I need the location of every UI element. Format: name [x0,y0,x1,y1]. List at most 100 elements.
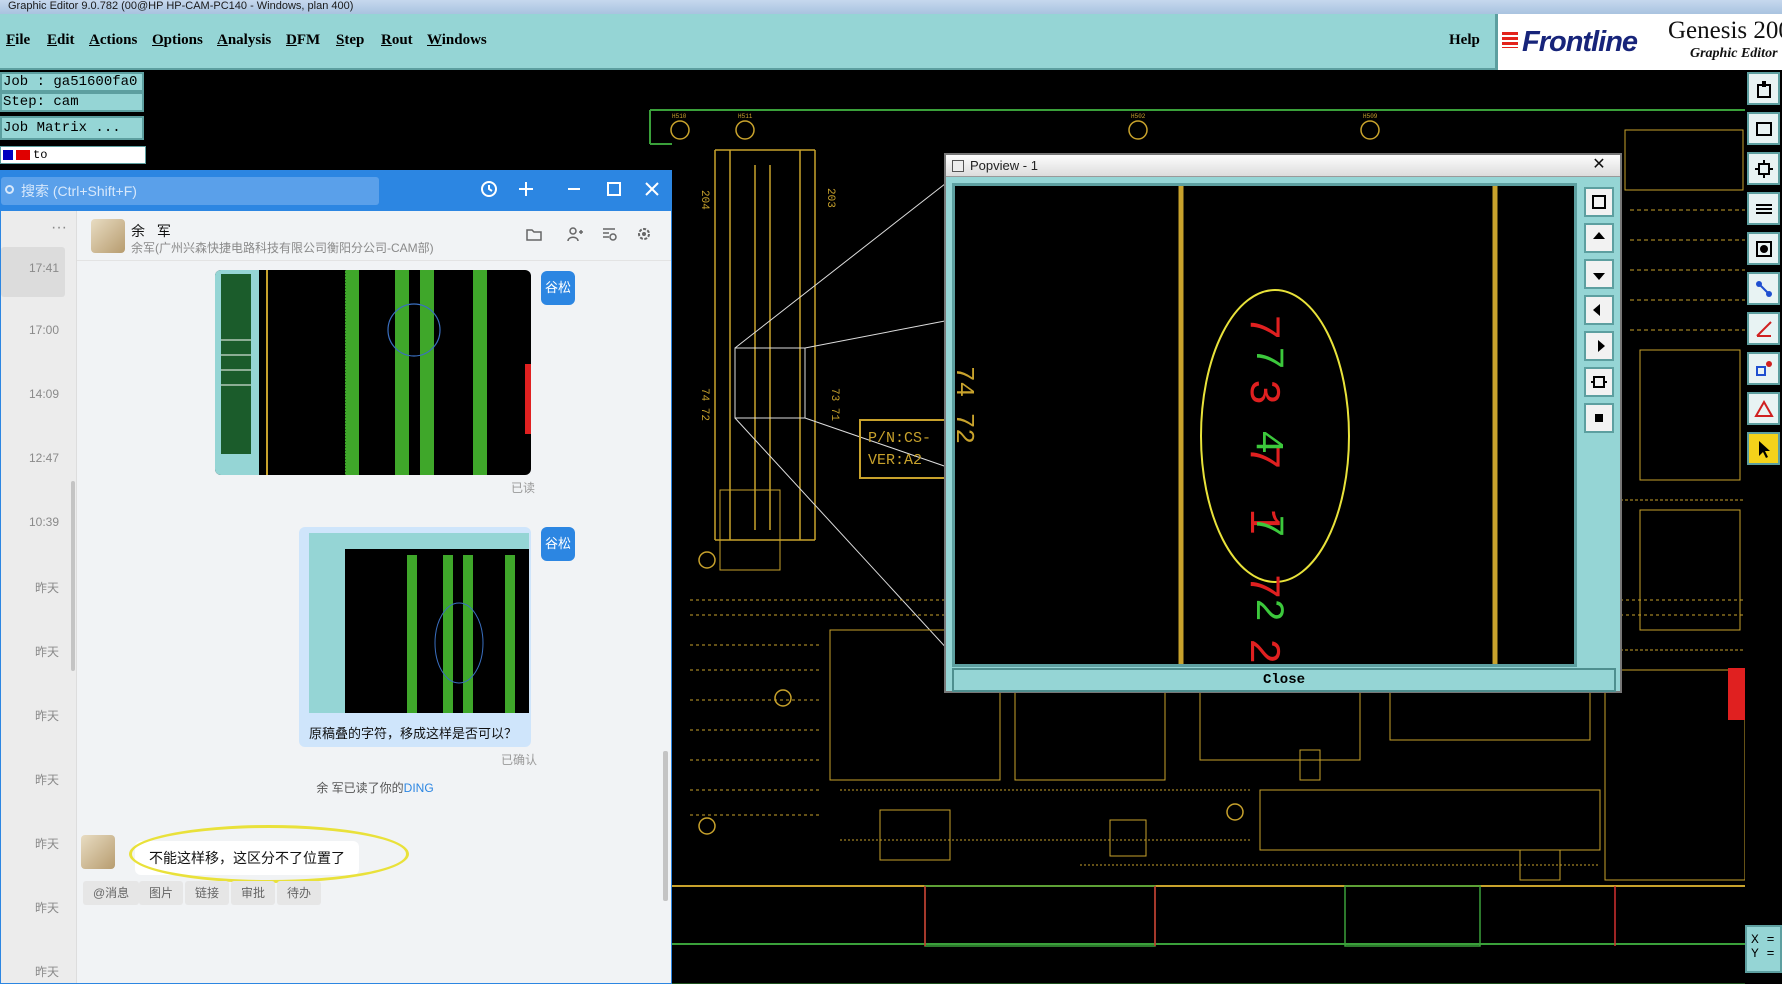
popview-close-button[interactable]: Close [952,668,1616,692]
contact-name: 余 军 [131,223,175,239]
layers-icon [1755,203,1772,214]
menu-analysis[interactable]: Analysis [217,32,272,48]
menu-help[interactable]: Help [1449,32,1480,48]
y-coordinate-label: Y = [1751,946,1775,961]
popview-title-bar[interactable]: Popview - 1 ✕ [946,155,1620,177]
menu-step[interactable]: Step [336,32,365,48]
menu-actions[interactable]: Actions [89,32,138,48]
chat-window: 搜索 (Ctrl+Shift+F) ··· 17:41 17:00 14 [0,170,672,984]
zoom-out-icon [1595,414,1603,422]
popview-tool[interactable] [1584,295,1614,325]
popview-icon [952,160,964,172]
tool-button[interactable] [1747,152,1780,185]
search-history-icon[interactable] [599,225,621,247]
history-icon[interactable] [478,179,500,201]
add-icon[interactable] [515,179,537,201]
link-button[interactable]: 链接 [185,881,230,905]
message-image[interactable] [215,270,531,475]
tool-button[interactable] [1747,72,1780,105]
measure-icon [1755,320,1772,337]
close-icon[interactable]: ✕ [1592,156,1606,173]
image-button[interactable]: 图片 [139,881,184,905]
pan-right-icon [1598,340,1605,352]
tool-button[interactable] [1747,272,1780,305]
menu-options[interactable]: Options [152,32,203,48]
list-item-time: 昨天 [35,645,60,659]
add-user-icon[interactable] [563,225,585,247]
frame-icon [1755,121,1772,136]
self-avatar[interactable]: 谷松 [541,527,575,561]
pad-label: 203 [824,188,836,208]
pn-text: P/N:CS- [868,430,931,447]
search-input[interactable]: 搜索 (Ctrl+Shift+F) [1,177,379,205]
popview-title: Popview - 1 [970,158,1038,173]
popview-tool[interactable] [1584,187,1614,217]
popview-canvas[interactable]: 7 3 7 1 7 2 7 4 7 2 74 72 [949,183,1577,670]
menu-windows[interactable]: Windows [427,32,487,48]
minimize-icon[interactable] [563,179,585,201]
ding-read-note: 余 军已读了你的DING [77,779,671,796]
x-coordinate-label: X = [1751,932,1775,947]
approval-button[interactable]: 审批 [231,881,276,905]
popview-tool[interactable] [1584,223,1614,253]
popview-tool[interactable] [1584,403,1614,433]
snap-icon [1755,360,1772,376]
avatar[interactable] [91,219,125,253]
list-item-time: 10:39 [29,515,60,529]
popview-tool[interactable] [1584,259,1614,289]
pan-down-icon [1593,273,1605,280]
menu-edit[interactable]: Edit [47,32,75,48]
ver-text: VER:A2 [868,452,922,469]
job-matrix-button[interactable]: Job Matrix ... [0,116,144,140]
tool-button[interactable] [1747,352,1780,385]
list-item-time: 昨天 [35,901,60,915]
tool-button[interactable] [1747,432,1780,465]
chat-panel: 余 军 余军(广州兴森快捷电路科技有限公司衡阳分公司-CAM部) [77,211,671,983]
message-bubble[interactable]: 原稿叠的字符，移成这样是否可以？ [299,527,531,747]
brand-title: Genesis 2000 [1668,17,1782,44]
popview-tool[interactable] [1584,367,1614,397]
mention-button[interactable]: @消息 [83,881,140,905]
list-item-time: 17:00 [29,323,60,337]
layer-row[interactable]: to [0,146,146,164]
menu-rout[interactable]: Rout [381,32,413,48]
more-icon[interactable]: ··· [51,219,67,236]
pad-label: H509 [1363,113,1378,120]
triangle-icon [1753,399,1774,417]
tool-button[interactable] [1747,192,1780,225]
popview-tool[interactable] [1584,331,1614,361]
message-text: 原稿叠的字符，移成这样是否可以？ [309,726,518,741]
edge-label: 74 72 [955,366,979,444]
chat-header: 余 军 余军(广州兴森快捷电路科技有限公司衡阳分公司-CAM部) [77,211,671,261]
ding-read-text: 余 军已读了你的 [316,781,404,795]
read-status: 已读 [511,481,536,495]
gear-icon[interactable] [633,225,655,247]
pan-left-icon [1593,304,1600,316]
avatar[interactable] [81,835,115,869]
tool-button[interactable] [1747,312,1780,345]
scrollbar[interactable] [71,481,75,671]
zoom-fit-icon [1754,159,1773,178]
window-title-bar: Graphic Editor 9.0.782 (00@HP HP-CAM-PC1… [0,0,1782,14]
zoom-in-icon [1591,376,1607,388]
close-icon[interactable] [641,179,663,201]
tool-button[interactable] [1747,392,1780,425]
chat-input-toolbar: @消息 图片 链接 审批 待办 [77,877,671,907]
ding-link[interactable]: DING [403,781,434,795]
tool-button[interactable] [1747,232,1780,265]
todo-button[interactable]: 待办 [277,881,322,905]
pad-label: H511 [738,113,753,120]
self-avatar[interactable]: 谷松 [541,271,575,305]
list-item-selected[interactable] [1,247,65,297]
folder-icon[interactable] [523,225,545,247]
brand-subtitle: Graphic Editor [1690,46,1778,61]
tool-button[interactable] [1747,112,1780,145]
menu-file[interactable]: File [6,32,31,48]
list-item-time: 昨天 [35,837,60,851]
maximize-icon[interactable] [603,179,625,201]
scrollbar[interactable] [663,751,668,901]
menu-dfm[interactable]: DFM [286,32,321,48]
genesis-menu-bar: File Edit Actions Options Analysis DFM S… [0,14,1782,70]
net-icon [1755,280,1772,297]
